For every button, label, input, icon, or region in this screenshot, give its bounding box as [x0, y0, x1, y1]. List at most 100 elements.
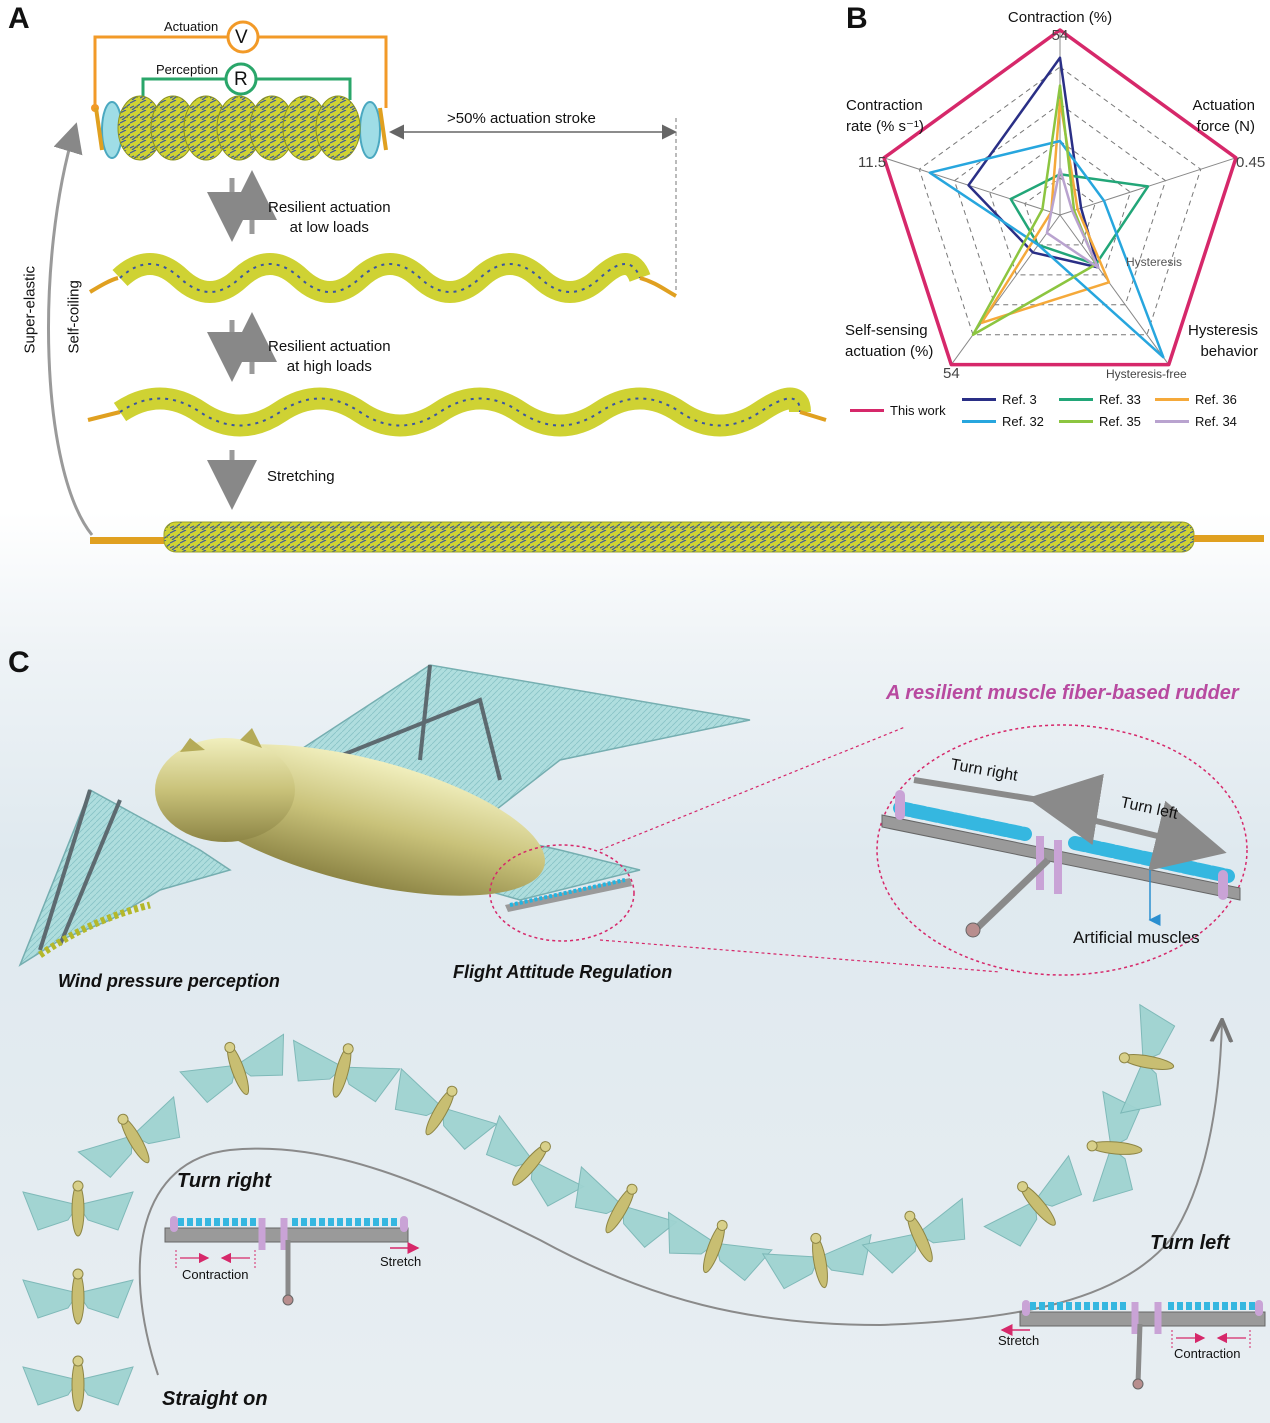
legend-label: Ref. 36: [1195, 392, 1237, 407]
voltmeter-icon: [226, 20, 260, 54]
radar-series-this-work: [882, 28, 1238, 367]
contraction-label-left: Contraction: [1174, 1346, 1241, 1361]
arrows-high-load: [207, 312, 277, 382]
legend-item-this-work: This work: [850, 403, 946, 418]
legend-swatch: [1059, 398, 1093, 401]
small-bat-icon: [22, 1355, 134, 1412]
legend-label: Ref. 35: [1099, 414, 1141, 429]
panel-label-c: C: [8, 646, 30, 679]
legend-item-ref-33: Ref. 33: [1059, 392, 1141, 407]
radar-axis-max-label: 54: [943, 365, 960, 382]
legend-item-ref-3: Ref. 3: [962, 392, 1037, 407]
panel-label-a: A: [8, 2, 30, 35]
stretching-label: Stretching: [267, 468, 335, 485]
radar-axis-label: behavior: [1200, 343, 1258, 360]
radar-series-ref-35: [971, 84, 1098, 336]
small-bat-icon: [22, 1268, 134, 1325]
actuation-wire: [93, 35, 388, 108]
legend-label: Ref. 32: [1002, 414, 1044, 429]
radar-axis-label: Hysteresis: [1188, 322, 1258, 339]
arrows-low-load: [207, 170, 277, 242]
radar-axis-label: Self-sensing: [845, 322, 928, 339]
small-bat-icon: [861, 1197, 966, 1274]
small-bat-icon: [485, 1114, 585, 1207]
coil-low-load: [88, 253, 677, 303]
rudder-turn-left: [1000, 1300, 1266, 1390]
rudder-title: A resilient muscle fiber-based rudder: [886, 682, 1239, 704]
radar-series-ref-36: [980, 99, 1111, 325]
stroke-label: >50% actuation stroke: [447, 110, 596, 127]
small-bat-icon: [394, 1067, 498, 1151]
legend-label: This work: [890, 403, 946, 418]
radar-axis-line: [1059, 214, 1170, 365]
radar-axis-max-label: 0.45: [1236, 154, 1265, 171]
radar-grid-ring: [953, 103, 1167, 306]
actuation-label: Actuation: [164, 19, 219, 34]
stretch-label-left: Stretch: [998, 1333, 1040, 1348]
radar-axis-line: [883, 157, 1061, 216]
legend-item-ref-35: Ref. 35: [1059, 414, 1141, 429]
legend-item-ref-32: Ref. 32: [962, 414, 1044, 429]
coil-high-load: [87, 387, 827, 437]
legend-swatch: [1155, 398, 1189, 401]
straight-on-label: Straight on: [162, 1388, 268, 1410]
small-bat-icon: [761, 1232, 872, 1290]
radar-axis-max-label: Hysteresis-free: [1106, 367, 1187, 381]
radar-series-ref-32: [928, 139, 1165, 359]
ohmmeter-icon: [224, 62, 258, 96]
radar-axis-label: actuation (%): [845, 343, 933, 360]
small-bat-icon: [667, 1211, 773, 1282]
perception-wire: [141, 77, 352, 100]
radar-grid-ring: [918, 66, 1202, 336]
legend-swatch: [962, 398, 996, 401]
small-bat-icon: [179, 1033, 285, 1104]
panel-label-b: B: [846, 2, 868, 35]
path-turn-left-label: Turn left: [1150, 1232, 1230, 1254]
super-elastic-arrow: [47, 122, 94, 536]
stretched-fiber: [90, 521, 1264, 553]
legend-swatch: [850, 409, 884, 412]
radar-axis-max-label: 11.5: [858, 154, 886, 171]
legend-swatch: [962, 420, 996, 423]
rudder-highlight-small: [489, 844, 635, 942]
legend-swatch: [1155, 420, 1189, 423]
radar-series-ref-33: [1009, 173, 1150, 266]
perception-label: Perception: [156, 62, 219, 77]
radar-grid-ring: [1024, 177, 1096, 246]
legend-item-ref-36: Ref. 36: [1155, 392, 1237, 407]
flight-attitude-label: Flight Attitude Regulation: [453, 962, 673, 982]
radar-axis-label: Actuation: [1192, 97, 1255, 114]
robotic-bat-large: [18, 664, 751, 967]
radar-axis-max-label: 54: [1052, 27, 1069, 44]
small-bat-icon: [77, 1095, 181, 1179]
radar-series-ref-3: [967, 56, 1100, 269]
flight-path: [138, 1022, 1222, 1376]
legend-label: Ref. 3: [1002, 392, 1037, 407]
legend-label: Ref. 34: [1195, 414, 1237, 429]
radar-axis-label: Contraction: [846, 97, 923, 114]
rudder-mechanism: [881, 773, 1241, 938]
ohmmeter-symbol: R: [234, 69, 248, 90]
small-bat-icon: [574, 1165, 678, 1249]
voltmeter-symbol: V: [235, 27, 248, 48]
stretch-label-right: Stretch: [380, 1254, 422, 1269]
contraction-label-right: Contraction: [182, 1267, 249, 1282]
radar-axis-label: force (N): [1197, 118, 1255, 135]
radar-axis-line: [950, 214, 1061, 365]
artificial-muscles-label: Artificial muscles: [1073, 928, 1200, 947]
wind-pressure-label: Wind pressure perception: [58, 971, 280, 991]
legend-label: Ref. 33: [1099, 392, 1141, 407]
radar-axis-label: rate (% s⁻¹): [846, 118, 924, 135]
radar-axis-label: Contraction (%): [1008, 9, 1112, 26]
panel-a-figure: [47, 20, 1264, 553]
contracted-coil: [94, 95, 388, 161]
radar-series-ref-34: [1045, 167, 1100, 269]
small-bat-icon: [1118, 1003, 1176, 1114]
small-bat-icon: [292, 1039, 401, 1103]
radar-axis-inner-label: Hysteresis: [1126, 255, 1182, 269]
bat-flock: [22, 1003, 1176, 1412]
